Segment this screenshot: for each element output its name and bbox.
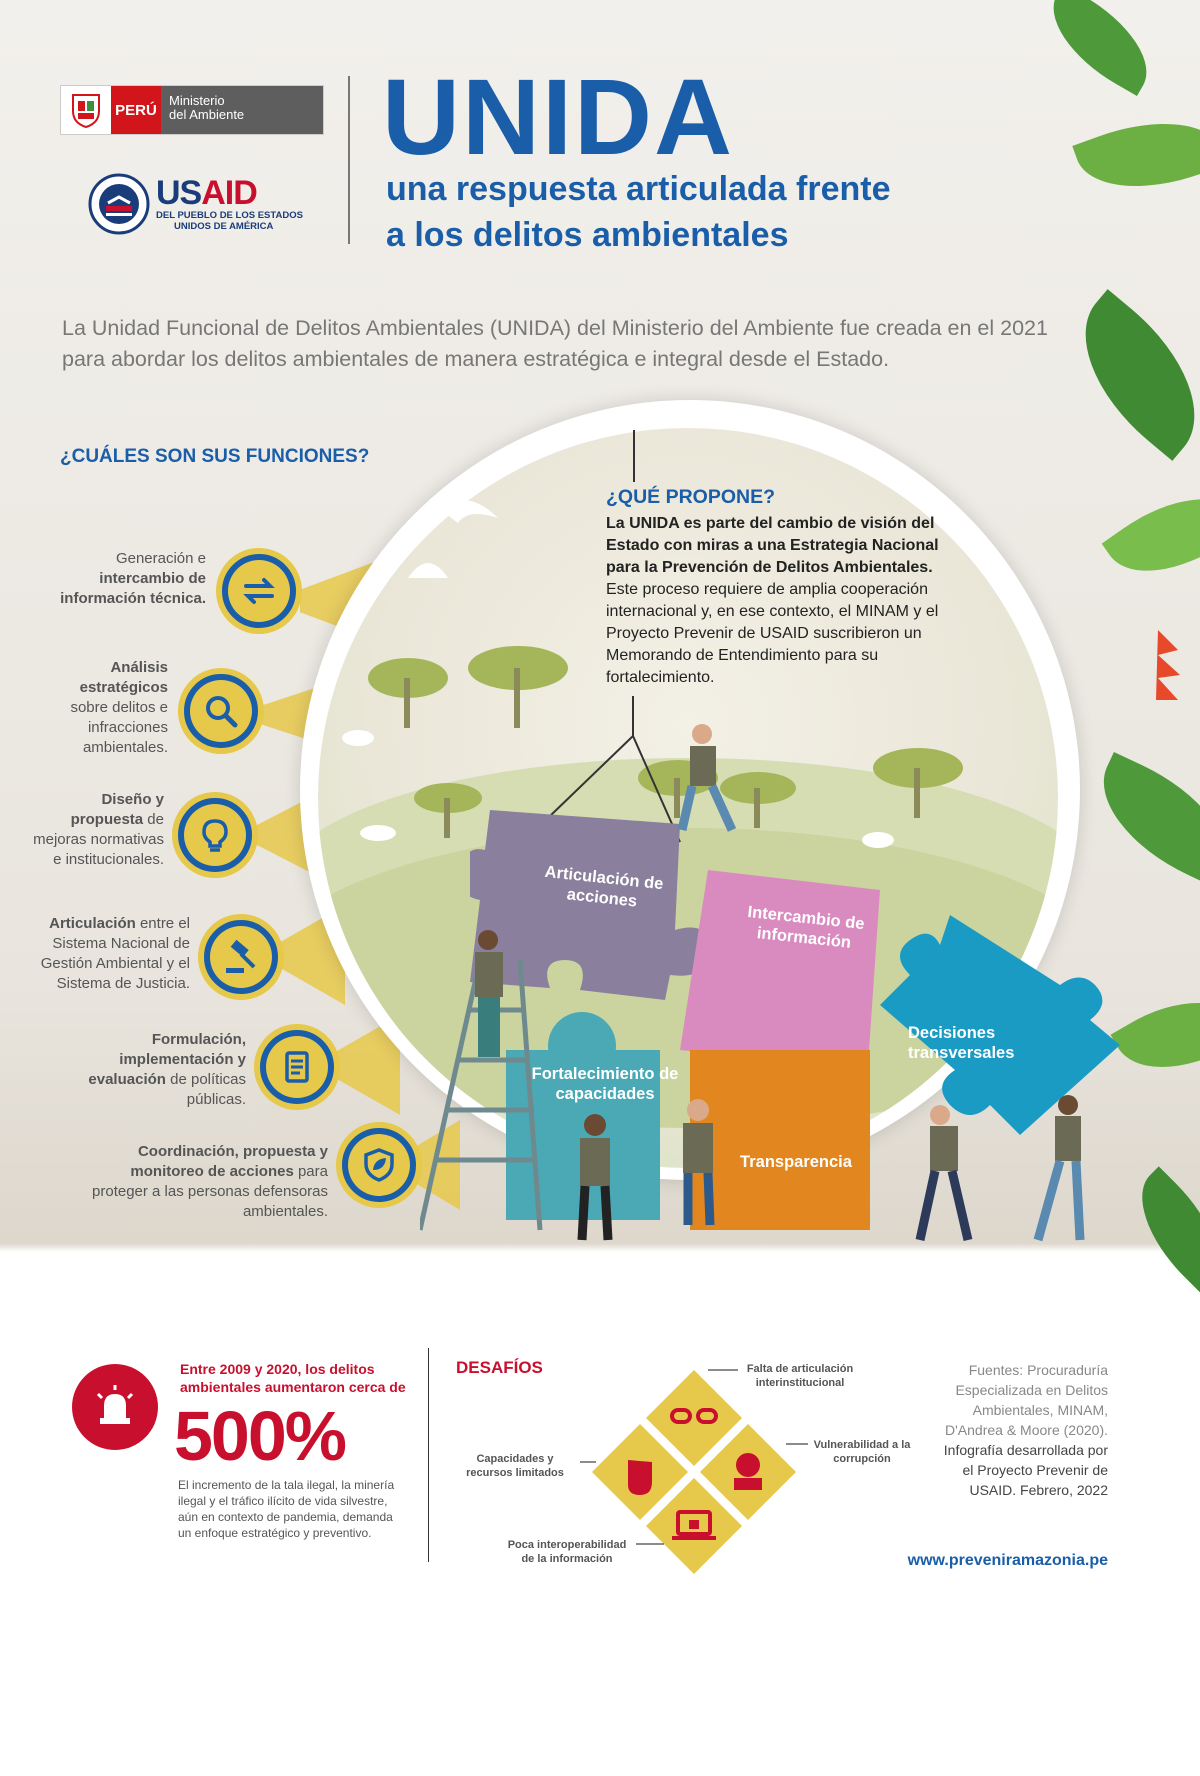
puzzle-label-decisiones: Decisiones transversales [908, 1024, 1015, 1062]
page-subtitle: una respuesta articulada frente a los de… [386, 170, 891, 254]
functions-title: ¿CUÁLES SON SUS FUNCIONES? [60, 446, 370, 467]
minam-label: Ministerio del Ambiente [161, 86, 323, 134]
function-item-5: Formulación, implementación y evaluación… [88, 1031, 246, 1108]
header-divider [348, 76, 350, 244]
desafios-connectors [580, 1369, 808, 1545]
peru-minam-logo: PERÚ Ministerio del Ambiente [60, 85, 324, 135]
desafios-title: DESAFÍOS [456, 1358, 543, 1377]
puzzle-pieces [470, 810, 710, 1220]
people-illustration [420, 724, 1085, 1242]
bottom-divider [428, 1348, 429, 1562]
document-icon [254, 1024, 340, 1110]
desafio-label-capacidades: Capacidades y recursos limitados [466, 1453, 564, 1479]
usaid-logo: USAID DEL PUEBLO DE LOS ESTADOS UNIDOS D… [88, 168, 318, 240]
function-item-4: Articulación entre el Sistema Nacional d… [40, 915, 190, 992]
peru-label: PERÚ [111, 86, 161, 134]
landscape-trees [342, 500, 963, 848]
exchange-arrows-icon [216, 548, 302, 634]
puzzle-pieces-right [680, 870, 880, 1230]
peru-shield-icon [61, 86, 111, 134]
lightbulb-icon [172, 792, 258, 878]
stat-value: 500% [174, 1397, 347, 1475]
heliconia-flower-icon [1156, 630, 1180, 700]
usaid-wordmark: USAID [156, 174, 258, 212]
gavel-icon [198, 914, 284, 1000]
propone-text: La UNIDA es parte del cambio de visión d… [606, 515, 939, 686]
function-item-2: Análisis estratégicos sobre delitos e in… [70, 659, 168, 756]
laptop-lock-icon [672, 1510, 716, 1540]
sources-block: Fuentes: Procuraduría Especializada en D… [930, 1360, 1108, 1500]
intro-text: La Unidad Funcional de Delitos Ambiental… [62, 316, 1048, 371]
thief-icon [734, 1453, 762, 1490]
website-link[interactable]: www.preveniramazonia.pe [907, 1552, 1108, 1569]
propone-title: ¿QUÉ PROPONE? [606, 486, 776, 508]
usaid-tagline: DEL PUEBLO DE LOS ESTADOS UNIDOS DE AMÉR… [156, 210, 303, 232]
alarm-siren-icon [72, 1364, 158, 1450]
magnifier-icon [178, 668, 264, 754]
function-item-1: Generación e intercambio de información … [60, 550, 206, 607]
bottom-panel [0, 1296, 1200, 1776]
stat-lead-text: Entre 2009 y 2020, los delitos ambiental… [180, 1361, 406, 1395]
shield-leaf-icon [336, 1122, 422, 1208]
desafio-label-articulacion: Falta de articulación interinstitucional [746, 1363, 854, 1389]
function-item-6: Coordinación, propuesta y monitoreo de a… [92, 1143, 328, 1220]
stop-hand-icon [628, 1460, 652, 1495]
credit-text: Infografía desarrollada por el Proyecto … [943, 1442, 1108, 1498]
stat-description: El incremento de la tala ilegal, la mine… [178, 1478, 395, 1540]
propone-block: ¿QUÉ PROPONE? La UNIDA es parte del camb… [606, 486, 966, 689]
puzzle-piece-decisiones [880, 915, 1120, 1135]
page-title: UNIDA [382, 56, 734, 177]
usaid-seal-icon [88, 173, 150, 235]
function-item-3: Diseño y propuesta de mejoras normativas… [33, 791, 164, 868]
desafios-diamond [592, 1370, 796, 1574]
desafio-label-interoperabilidad: Poca interoperabilidad de la información [507, 1539, 627, 1565]
propone-connector-line [633, 430, 635, 482]
puzzle-label-transparencia: Transparencia [740, 1153, 852, 1171]
broken-chain-icon [670, 1408, 718, 1424]
sources-text: Fuentes: Procuraduría Especializada en D… [945, 1362, 1108, 1438]
puzzle-label-fortalecimiento: Fortalecimiento de capacidades [531, 1065, 679, 1103]
desafio-label-corrupcion: Vulnerabilidad a la corrupción [813, 1439, 911, 1465]
